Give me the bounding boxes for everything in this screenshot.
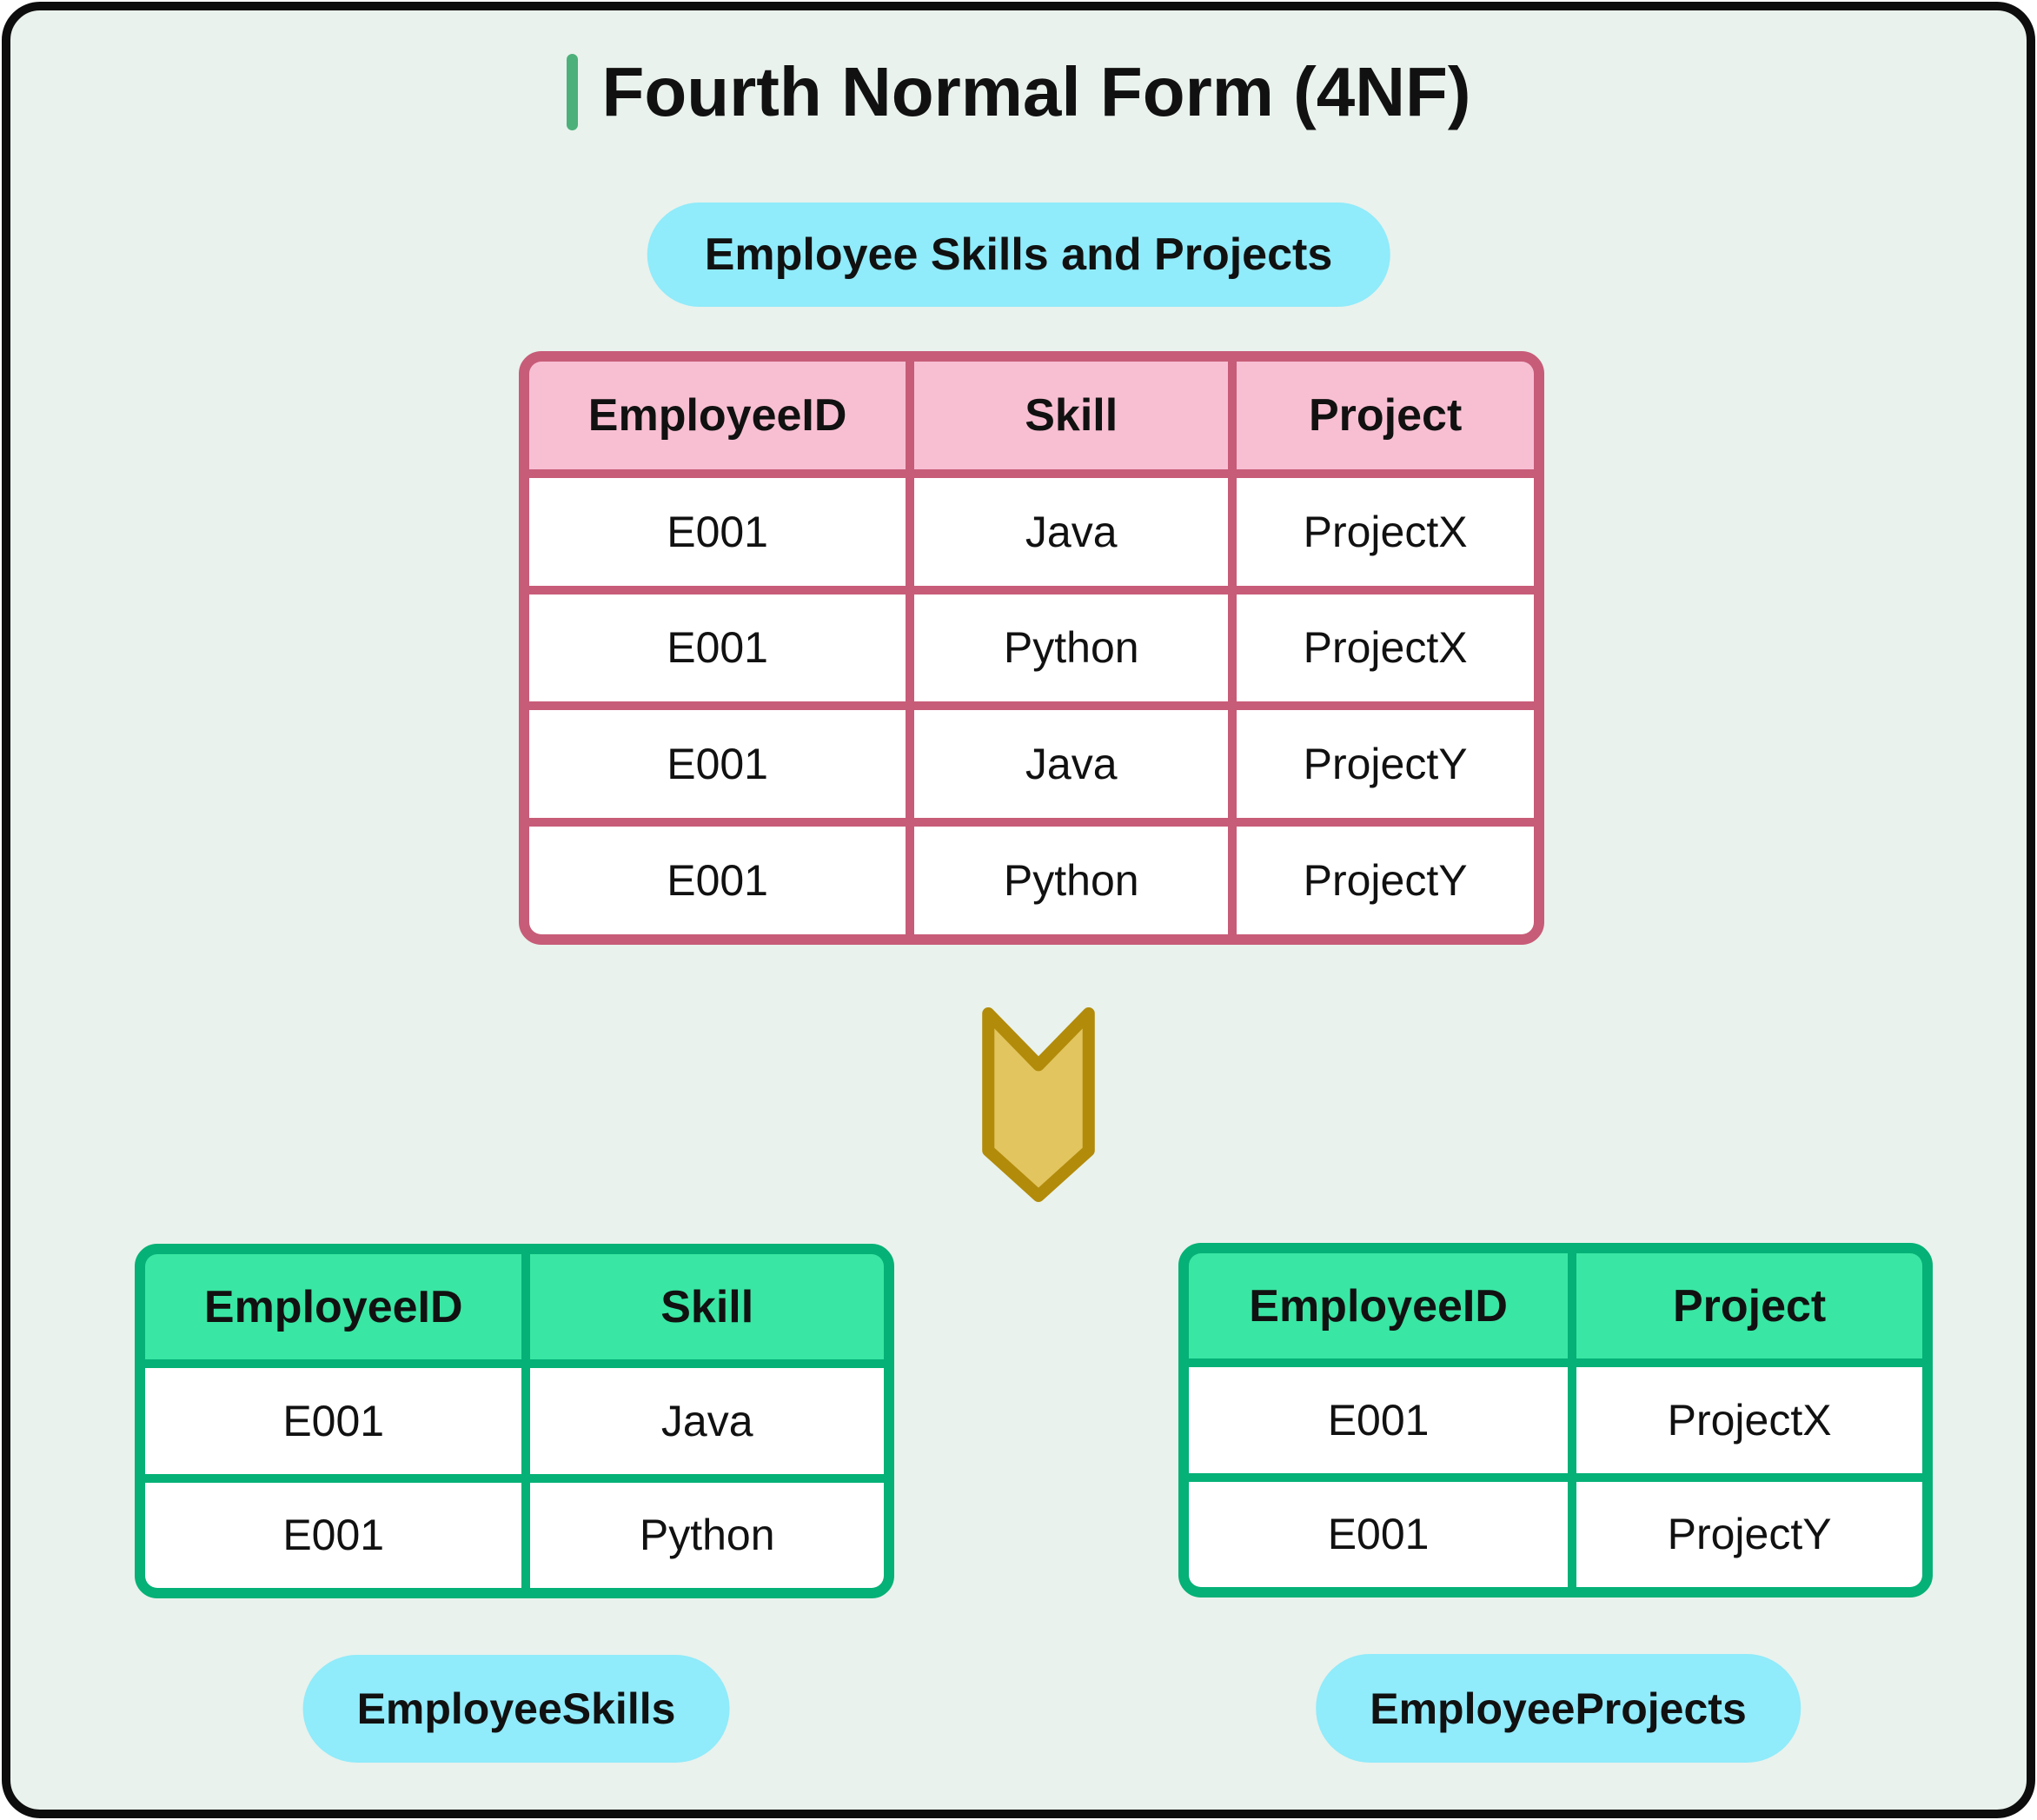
table-cell: ProjectY [1237, 827, 1534, 934]
column-header: EmployeeID [529, 362, 906, 469]
table-cell: E001 [1189, 1367, 1569, 1473]
column-header: EmployeeID [145, 1254, 522, 1360]
column-header: EmployeeID [1189, 1253, 1569, 1359]
table-cell: E001 [529, 477, 906, 586]
title-accent-bar [566, 54, 578, 130]
table-cell: ProjectX [1576, 1367, 1922, 1473]
table-cell: E001 [145, 1368, 522, 1474]
table-cell: Python [914, 827, 1229, 934]
skills-table-pill: EmployeeSkills [302, 1655, 730, 1763]
column-header: Project [1576, 1253, 1922, 1359]
table-cell: Java [914, 477, 1229, 586]
table-cell: E001 [529, 594, 906, 702]
table-cell: E001 [145, 1482, 522, 1588]
table-cell: E001 [1189, 1481, 1569, 1587]
table-cell: Java [530, 1368, 884, 1474]
source-table-pill: Employee Skills and Projects [647, 203, 1390, 307]
table-cell: E001 [529, 710, 906, 819]
table-cell: ProjectY [1576, 1481, 1922, 1587]
table-cell: E001 [529, 827, 906, 934]
column-header: Project [1237, 362, 1534, 469]
chevron-down-icon [982, 1007, 1095, 1202]
table-cell: Java [914, 710, 1229, 819]
table-cell: Python [914, 594, 1229, 702]
table-cell: ProjectX [1237, 594, 1534, 702]
page-title: Fourth Normal Form (4NF) [601, 53, 1471, 130]
table-cell: ProjectX [1237, 477, 1534, 586]
table-cell: ProjectY [1237, 710, 1534, 819]
column-header: Skill [914, 362, 1229, 469]
projects-table-pill: EmployeeProjects [1316, 1654, 1801, 1763]
title-section: Fourth Normal Form (4NF) [10, 52, 2027, 132]
decomposition-arrow [978, 1003, 1099, 1206]
column-header: Skill [530, 1254, 884, 1360]
table-cell: Python [530, 1482, 884, 1588]
